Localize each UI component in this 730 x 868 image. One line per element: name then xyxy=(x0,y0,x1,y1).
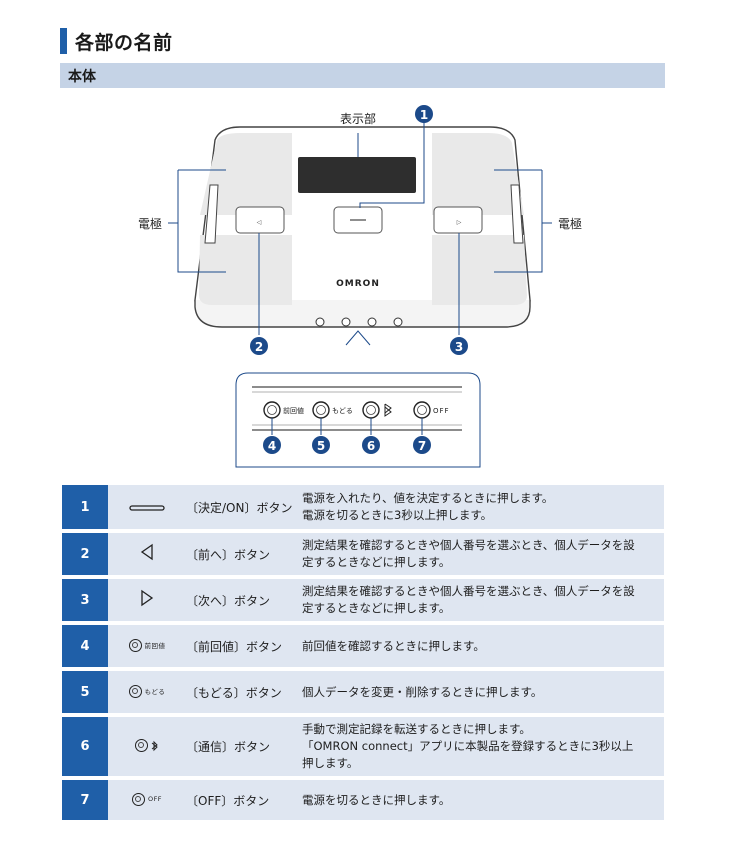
callout-5: 5 xyxy=(312,436,330,454)
row-number: 7 xyxy=(62,778,108,824)
button-name: 〔OFF〕ボタン xyxy=(186,778,296,824)
panel-button-back-label: もどる xyxy=(332,407,353,415)
brand-logo: OMRON xyxy=(336,279,380,289)
button-description: 前回値を確認するときに押します。 xyxy=(296,623,664,671)
scale-body: ◁ ▷ OMRON xyxy=(194,126,531,328)
table-row: 6 〔通信〕ボタン 手動で測定記録を転送するときに押します。 「OMRON co… xyxy=(62,715,664,780)
page-title-text: 各部の名前 xyxy=(75,31,173,54)
row-number: 1 xyxy=(62,485,108,533)
table-row: 1 〔決定/ON〕ボタン 電源を入れたり、値を決定するときに押します。 電源を切… xyxy=(62,485,664,533)
button-name: 〔前へ〕ボタン xyxy=(186,531,296,579)
button-name: 〔前回値〕ボタン xyxy=(186,623,296,671)
display-screen xyxy=(298,157,416,193)
button-description: 測定結果を確認するときや個人番号を選ぶとき、個人データを設 定するときなどに押し… xyxy=(296,531,664,579)
table-row: 4 前回値 〔前回値〕ボタン 前回値を確認するときに押します。 xyxy=(62,623,664,671)
section-header: 本体 xyxy=(60,63,665,88)
callout-6-number: 6 xyxy=(367,439,375,453)
button-description: 手動で測定記録を転送するときに押します。 「OMRON connect」アプリに… xyxy=(296,715,664,780)
svg-text:▷: ▷ xyxy=(457,219,462,226)
panel-button-previous-label: 前回値 xyxy=(283,406,304,415)
row-number: 3 xyxy=(62,577,108,625)
callout-7: 7 xyxy=(413,436,431,454)
long-bar-icon xyxy=(129,504,165,511)
callout-4-number: 4 xyxy=(268,439,276,453)
circle-button-icon xyxy=(128,684,142,698)
table-row: 3 〔次へ〕ボタン 測定結果を確認するときや個人番号を選ぶとき、個人データを設 … xyxy=(62,577,664,625)
electrode-pad-bottom-right xyxy=(432,235,527,305)
button-description: 電源を入れたり、値を決定するときに押します。 電源を切るときに3秒以上押します。 xyxy=(296,485,664,533)
electrode-pad-top-right xyxy=(432,133,524,215)
button-description: 測定結果を確認するときや個人番号を選ぶとき、個人データを設 定するときなどに押し… xyxy=(296,577,664,625)
button-name: 〔決定/ON〕ボタン xyxy=(186,485,296,533)
device-diagram: ◁ ▷ OMRON 表示部 電極 電極 1 2 xyxy=(138,105,582,468)
callout-3-number: 3 xyxy=(455,340,463,354)
panel-button-back[interactable]: もどる xyxy=(312,401,353,419)
button-legend-table: 1 〔決定/ON〕ボタン 電源を入れたり、値を決定するときに押します。 電源を切… xyxy=(62,485,664,824)
panel-button-previous[interactable]: 前回値 xyxy=(263,401,304,419)
button-description: 個人データを変更・削除するときに押します。 xyxy=(296,669,664,717)
panel-button-bluetooth[interactable] xyxy=(362,401,392,419)
next-button[interactable] xyxy=(433,206,483,234)
circle-button-icon xyxy=(135,739,148,752)
panel-button-off[interactable]: OFF xyxy=(413,401,450,419)
section-header-text: 本体 xyxy=(68,68,96,85)
electrode-label-left: 電極 xyxy=(138,216,162,231)
button-name: 〔次へ〕ボタン xyxy=(186,577,296,625)
table-row: 7 OFF 〔OFF〕ボタン 電源を切るときに押します。 xyxy=(62,778,664,824)
right-triangle-icon xyxy=(141,589,154,607)
title-accent-bar xyxy=(60,28,67,54)
display-label: 表示部 xyxy=(340,111,376,126)
page-title: 各部の名前 xyxy=(60,28,173,54)
bluetooth-icon xyxy=(384,403,392,417)
callout-1-number: 1 xyxy=(420,108,428,122)
callout-5-number: 5 xyxy=(317,439,325,453)
row-number: 2 xyxy=(62,531,108,579)
circle-button-icon xyxy=(131,792,145,806)
panel-button-off-label: OFF xyxy=(433,407,450,415)
prev-button[interactable] xyxy=(235,206,285,234)
callout-1: 1 xyxy=(415,105,433,123)
electrode-label-right: 電極 xyxy=(558,216,582,231)
circle-button-icon xyxy=(128,638,142,652)
callout-6: 6 xyxy=(362,436,380,454)
row-number: 6 xyxy=(62,715,108,780)
callout-2: 2 xyxy=(250,337,268,355)
button-panel-zoom: 前回値 もどる OFF 4 5 xyxy=(235,372,481,454)
callout-3: 3 xyxy=(450,337,468,355)
button-description: 電源を切るときに押します。 xyxy=(296,778,664,824)
table-row: 2 〔前へ〕ボタン 測定結果を確認するときや個人番号を選ぶとき、個人データを設 … xyxy=(62,531,664,579)
button-name: 〔もどる〕ボタン xyxy=(186,669,296,717)
callout-2-number: 2 xyxy=(255,340,263,354)
leader-lines xyxy=(168,119,552,468)
bluetooth-icon xyxy=(151,740,158,751)
svg-text:◁: ◁ xyxy=(257,219,262,226)
row-number: 5 xyxy=(62,669,108,717)
row-number: 4 xyxy=(62,623,108,671)
callout-4: 4 xyxy=(263,436,281,454)
electrode-pad-bottom-left xyxy=(199,235,292,305)
table-row: 5 もどる 〔もどる〕ボタン 個人データを変更・削除するときに押します。 xyxy=(62,669,664,717)
callout-7-number: 7 xyxy=(418,439,426,453)
button-name: 〔通信〕ボタン xyxy=(186,715,296,780)
electrode-pad-top-left xyxy=(200,133,292,215)
left-triangle-icon xyxy=(140,543,153,561)
